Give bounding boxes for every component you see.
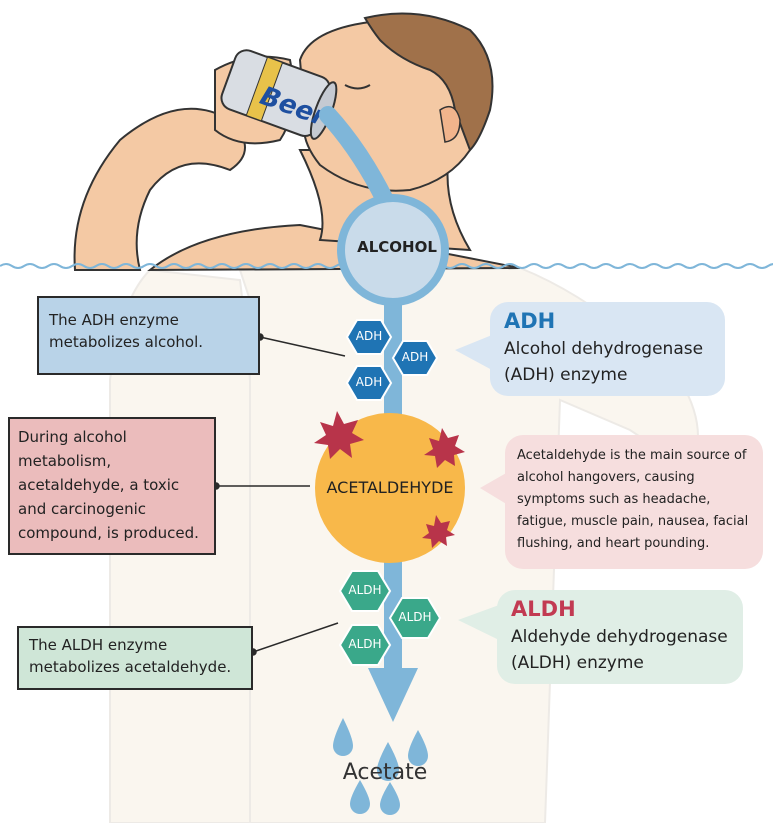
- aldh-callout-body: Aldehyde dehydrogenase (ALDH) enzyme: [511, 627, 728, 673]
- person: Beer: [73, 12, 521, 272]
- aldh-callout: ALDH Aldehyde dehydrogenase (ALDH) enzym…: [497, 590, 743, 684]
- toxic-spikes: [314, 411, 465, 548]
- adh-hex-3: [345, 365, 393, 401]
- adh-callout-tail: [455, 335, 492, 370]
- adh-hex-2-label: ADH: [401, 350, 429, 364]
- aldh-note: The ALDH enzyme metabolizes acetaldehyde…: [17, 626, 253, 690]
- adh-callout-body: Alcohol dehydrogenase (ADH) enzyme: [504, 339, 704, 385]
- aldh-hex-1-label: ALDH: [348, 583, 382, 597]
- flow-arrow-head: [368, 668, 418, 722]
- alcohol-circle: [337, 194, 449, 306]
- acetate-label: Acetate: [342, 760, 428, 785]
- adh-callout-title: ADH: [504, 309, 556, 333]
- drop-4: [350, 780, 370, 814]
- adh-callout: ADH Alcohol dehydrogenase (ADH) enzyme: [490, 302, 725, 396]
- adh-note: The ADH enzyme metabolizes alcohol.: [37, 296, 260, 375]
- hair: [363, 12, 494, 152]
- aldh-hex-2-label: ALDH: [398, 610, 432, 624]
- aldh-hex-3: [338, 624, 392, 666]
- aldh-callout-tail: [458, 605, 499, 640]
- ear: [439, 105, 461, 143]
- acetate-drops: [333, 718, 428, 815]
- acetaldehyde-callout-tail: [480, 472, 508, 505]
- aldh-hex-2: [388, 597, 442, 639]
- adh-hex-1: [345, 319, 393, 355]
- alcohol-label: ALCOHOL: [357, 238, 437, 256]
- acetaldehyde-callout: Acetaldehyde is the main source of alcoh…: [505, 435, 763, 569]
- drop-2: [408, 730, 428, 766]
- drop-1: [333, 718, 353, 756]
- spike-2: [424, 428, 465, 468]
- drop-5: [380, 782, 400, 815]
- adh-hex-2: [391, 340, 439, 376]
- drop-3: [377, 742, 399, 781]
- adh-hexagons: [345, 319, 439, 401]
- aldh-hex-3-label: ALDH: [348, 637, 382, 651]
- acetaldehyde-label: ACETALDEHYDE: [326, 478, 454, 497]
- acetaldehyde-note: During alcohol metabolism, acetaldehyde,…: [8, 417, 216, 555]
- aldh-hex-1: [338, 570, 392, 612]
- spike-3: [422, 515, 455, 548]
- spike-1: [314, 411, 364, 459]
- aldh-hexagons: [338, 570, 442, 666]
- aldh-callout-title: ALDH: [511, 597, 576, 621]
- adh-hex-1-label: ADH: [355, 329, 383, 343]
- closed-eye: [344, 84, 371, 90]
- adh-hex-3-label: ADH: [355, 375, 383, 389]
